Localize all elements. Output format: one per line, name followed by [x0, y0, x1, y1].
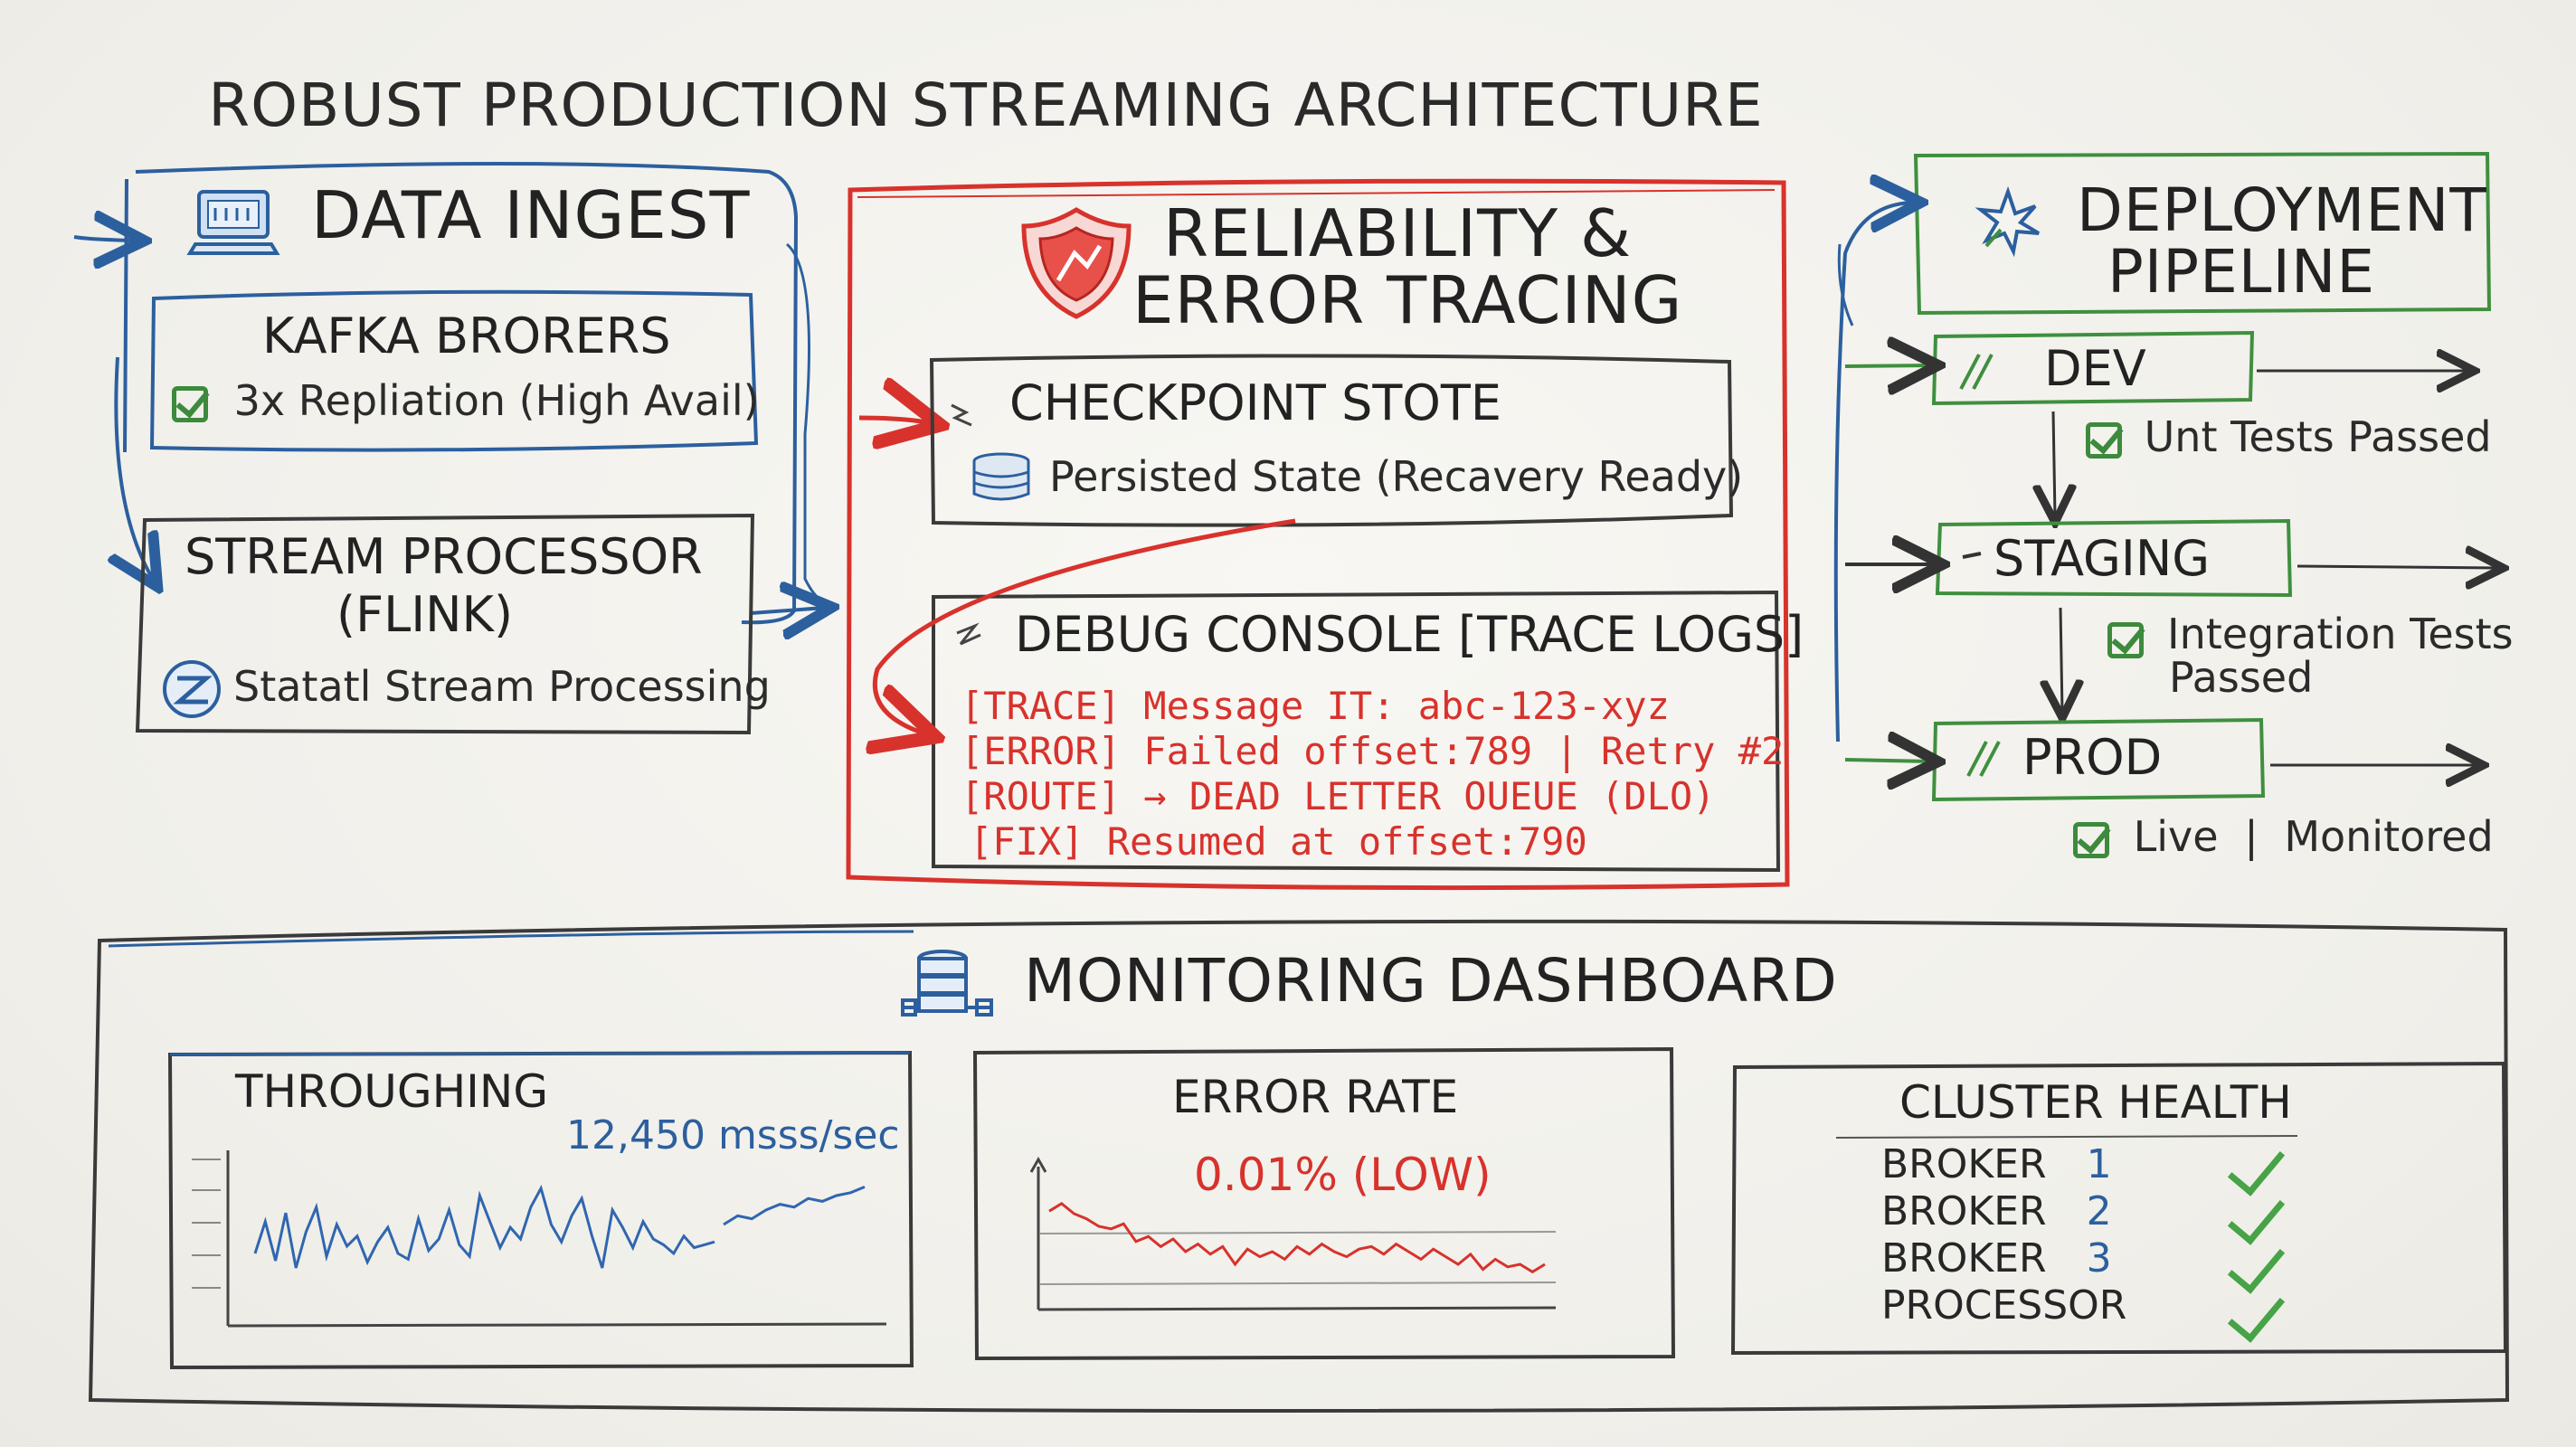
deploy-burst-icon	[1975, 185, 2041, 258]
kafka-title: KAFKA BRORERS	[262, 307, 671, 364]
debug-box	[932, 590, 1781, 873]
stage-staging-status-line2: Passed	[2169, 653, 2314, 702]
data-ingest-title: DATA INGEST	[311, 177, 751, 253]
server-stack-icon	[901, 950, 993, 1017]
error-series-line	[1048, 1201, 1546, 1274]
reliability-title-line1: RELIABILITY &	[1163, 195, 1633, 271]
check-icon	[172, 385, 208, 422]
stream-title-line1: STREAM PROCESSOR	[185, 528, 703, 585]
deployment-title-box	[1913, 151, 2492, 316]
deployment-title-line1: DEPLOYMENT	[2077, 175, 2487, 245]
arrow-stream-to-reliability	[750, 608, 825, 613]
log-line: [ROUTE] → DEAD LETTER OUEUE (DLO)	[961, 774, 1716, 818]
diagram-title: ROBUST PRODUCTION STREAMING ARCHITECTURE	[208, 71, 1764, 140]
error-rate-title: ERROR RATE	[1172, 1071, 1459, 1123]
arrow-into-stream	[116, 356, 154, 581]
arrow-into-ingest	[73, 237, 137, 241]
arrow-checkpoint-to-debug	[875, 518, 1296, 734]
monitoring-frame	[88, 919, 2510, 1413]
stream-box	[135, 513, 755, 735]
checkpoint-detail: Persisted State (Recavery Ready)	[1049, 452, 1744, 501]
throughput-title: THROUGHING	[235, 1065, 549, 1118]
arrow-into-deployment	[1833, 203, 1914, 742]
debug-title: DEBUG CONSOLE [TRACE LOGS]	[1015, 606, 1804, 663]
cluster-item: BROKER 3	[1881, 1235, 2112, 1281]
kafka-box	[149, 289, 759, 452]
stream-title-line2: (FLINK)	[336, 586, 514, 643]
stage-dev-label: DEV	[2044, 340, 2146, 397]
database-icon	[972, 452, 1030, 501]
laptop-icon	[186, 190, 280, 255]
cluster-item-num: 1	[2086, 1141, 2112, 1187]
stage-staging-label: STAGING	[1994, 530, 2211, 587]
kafka-detail-row: 3x Repliation (High Avail)	[172, 376, 760, 425]
cluster-panel	[1730, 1061, 2508, 1356]
cluster-item-num: 3	[2086, 1235, 2112, 1281]
shield-icon	[1021, 207, 1132, 319]
throughput-series-line	[253, 1185, 715, 1269]
deployment-title-line2: PIPELINE	[2107, 237, 2376, 307]
throughput-value: 12,450 msss/sec	[566, 1112, 900, 1159]
log-line: [ERROR] Failed offset:789 | Retry #2	[961, 729, 1785, 773]
stage-staging-check-wrap	[2107, 622, 2144, 658]
cluster-item: BROKER 1	[1881, 1141, 2112, 1187]
throughput-x-axis	[227, 1322, 887, 1328]
check-icon	[2073, 821, 2109, 858]
status-separator: |	[2244, 812, 2259, 861]
throughput-trend-line	[723, 1186, 866, 1226]
stage-prod-status-live: Live	[2133, 812, 2219, 861]
bolt-icon	[956, 622, 981, 646]
reliability-frame	[846, 178, 1790, 891]
stage-staging-status-line1: Integration Tests	[2167, 610, 2514, 658]
stage-dev-status-row: Unt Tests Passed	[2086, 412, 2492, 461]
stage-prod-status-monitored: Monitored	[2284, 812, 2494, 861]
flink-icon	[163, 660, 221, 718]
cluster-item: BROKER 2	[1881, 1188, 2112, 1234]
log-line: [TRACE] Message IT: abc-123-xyz	[961, 684, 1670, 728]
stage-prod-status-row: Live | Monitored	[2073, 812, 2494, 861]
log-line: [FIX] Resumed at offset:790	[970, 819, 1587, 864]
cluster-title: CLUSTER HEALTH	[1899, 1076, 2292, 1129]
cluster-item-label: PROCESSOR	[1881, 1282, 2127, 1329]
monitoring-title: MONITORING DASHBOARD	[1024, 946, 1838, 1016]
checkpoint-title: CHECKPOINT STOTE	[1009, 374, 1501, 431]
checkpoint-box	[929, 354, 1734, 527]
check-icon	[2107, 622, 2144, 658]
cluster-item-num: 2	[2086, 1188, 2112, 1234]
reliability-title-line2: ERROR TRACING	[1132, 262, 1683, 338]
kafka-detail: 3x Repliation (High Avail)	[233, 376, 760, 425]
stage-prod-label: PROD	[2022, 729, 2163, 786]
cluster-item-label: BROKER	[1881, 1235, 2047, 1281]
arrow-into-checkpoint	[858, 418, 932, 423]
cluster-item: PROCESSOR	[1881, 1282, 2126, 1329]
bolt-icon	[951, 403, 972, 427]
error-x-axis	[1037, 1306, 1557, 1311]
cluster-item-label: BROKER	[1881, 1141, 2047, 1187]
cluster-item-label: BROKER	[1881, 1188, 2047, 1234]
stage-dev-status: Unt Tests Passed	[2144, 412, 2492, 461]
stream-detail: Statatl Stream Processing	[233, 662, 771, 711]
error-panel	[972, 1046, 1676, 1361]
check-icon	[2086, 421, 2122, 459]
error-rate-value: 0.01% (LOW)	[1194, 1149, 1492, 1201]
